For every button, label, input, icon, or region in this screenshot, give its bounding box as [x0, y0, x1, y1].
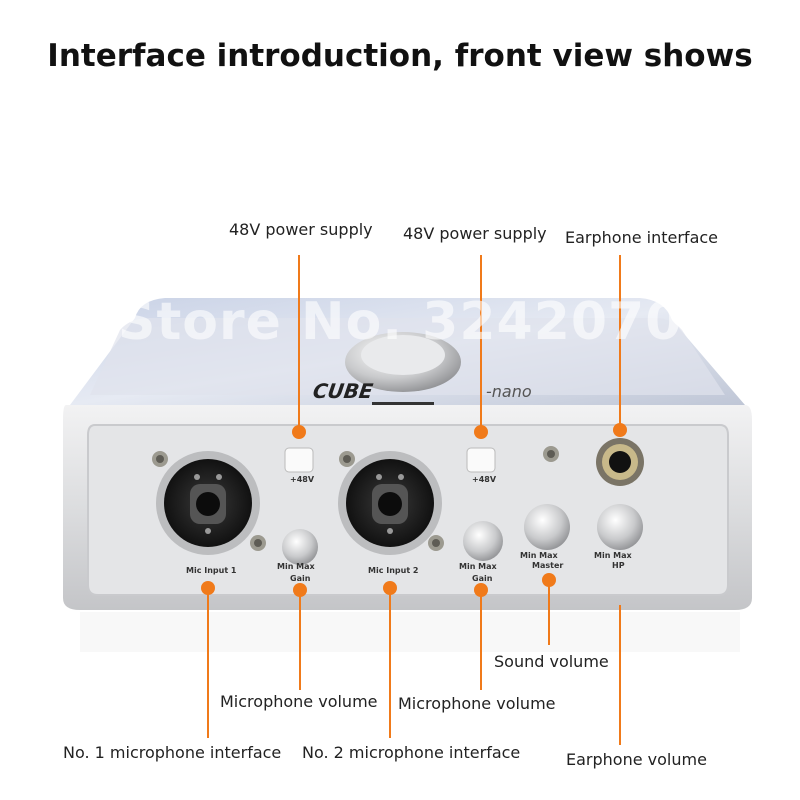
- panel-label-mic1: Mic Input 1: [186, 566, 237, 575]
- svg-text:-nano: -nano: [486, 382, 532, 401]
- panel-label-48v-right: +48V: [472, 475, 497, 484]
- master-knob: [524, 504, 570, 550]
- gain-knob-right: [463, 521, 503, 561]
- screw-icons: [152, 446, 559, 551]
- label-mic-volume-left: Microphone volume: [220, 692, 378, 711]
- panel-label-minmax-4: Min Max: [594, 551, 633, 560]
- label-mic-volume-right: Microphone volume: [398, 694, 556, 713]
- panel-label-minmax-3: Min Max: [520, 551, 559, 560]
- label-sound-volume: Sound volume: [494, 652, 609, 671]
- panel-label-minmax-1: Min Max: [277, 562, 316, 571]
- hp-knob: [597, 504, 643, 550]
- panel-label-hp: HP: [612, 561, 625, 570]
- panel-label-48v-left: +48V: [290, 475, 315, 484]
- watermark-text: Store No. 3242070: [118, 292, 683, 352]
- page-title: Interface introduction, front view shows: [47, 38, 753, 74]
- panel-label-mic2: Mic Input 2: [368, 566, 419, 575]
- plus48v-button-right: [466, 447, 496, 473]
- headphone-jack: [596, 438, 644, 486]
- label-48v-power-left: 48V power supply: [229, 220, 373, 239]
- label-48v-power-right: 48V power supply: [403, 224, 547, 243]
- panel-label-minmax-2: Min Max: [459, 562, 498, 571]
- plus48v-button-left: [284, 447, 314, 473]
- label-earphone-interface: Earphone interface: [565, 228, 719, 247]
- panel-label-gain-left: Gain: [290, 574, 311, 583]
- panel-label-gain-right: Gain: [472, 574, 493, 583]
- brand-logo: CUBE: [311, 379, 374, 403]
- mic-input-2-jack: [338, 451, 442, 555]
- label-earphone-volume: Earphone volume: [566, 750, 707, 769]
- panel-label-master: Master: [532, 561, 563, 570]
- gain-knob-left: [282, 529, 318, 565]
- label-mic-interface-1: No. 1 microphone interface: [63, 743, 282, 762]
- label-mic-interface-2: No. 2 microphone interface: [302, 743, 521, 762]
- mic-input-1-jack: [156, 451, 260, 555]
